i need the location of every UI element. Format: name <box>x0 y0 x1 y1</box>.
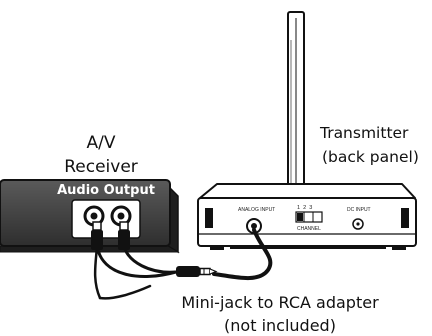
transmitter-top <box>199 183 416 199</box>
channel-label: CHANNEL <box>297 226 321 232</box>
antenna <box>287 11 305 205</box>
transmitter-title: Transmitter <box>319 124 409 142</box>
channel-numbers: 1 2 3 <box>297 205 312 211</box>
dc-input-label: DC INPUT <box>347 207 371 213</box>
rca-plug-left <box>91 221 103 250</box>
transmitter-device: ANALOG INPUT 1 2 3 CHANNEL DC INPUT <box>197 11 417 250</box>
receiver-title: A/V <box>87 133 116 153</box>
receiver-subtitle: Receiver <box>64 157 138 177</box>
analog-input-label: ANALOG INPUT <box>238 207 275 213</box>
channel-switch <box>295 211 323 223</box>
rca-plug-right <box>118 221 130 250</box>
mini-jack-plug <box>176 266 218 277</box>
adapter-note: (not included) <box>224 316 336 335</box>
adapter-label: Mini-jack to RCA adapter <box>181 293 379 312</box>
dc-input-jack <box>352 218 364 230</box>
transmitter-subtitle: (back panel) <box>322 148 419 166</box>
rca-jack-right <box>110 205 132 227</box>
audio-output-label: Audio Output <box>57 183 155 198</box>
rca-jack-left <box>83 205 105 227</box>
adapter-cable <box>93 228 273 300</box>
